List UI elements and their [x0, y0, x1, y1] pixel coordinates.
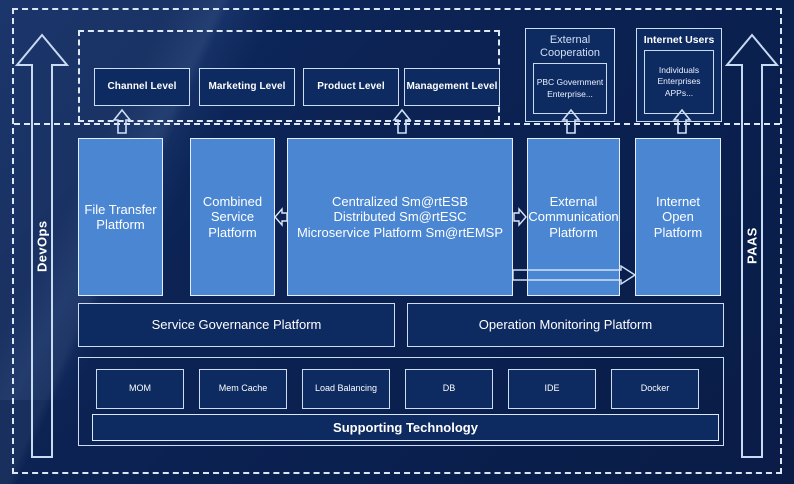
level-box-channel[interactable]: Channel Level — [94, 68, 190, 106]
tech-label: Load Balancing — [314, 383, 378, 394]
supporting-technology-bar[interactable]: Supporting Technology — [92, 414, 719, 441]
long-right-arrow-icon-center-to-internet-open — [513, 265, 637, 285]
level-box-marketing[interactable]: Marketing Level — [199, 68, 295, 106]
left-arrow-icon-combined-to-center — [274, 206, 288, 228]
tech-box-mem-cache[interactable]: Mem Cache — [199, 369, 287, 409]
level-label: Channel Level — [107, 81, 177, 93]
up-arrow-icon-channel — [112, 108, 132, 134]
supporting-technology-label: Supporting Technology — [333, 420, 478, 435]
tech-label: Docker — [640, 383, 670, 394]
tech-box-mom[interactable]: MOM — [96, 369, 184, 409]
tech-box-db[interactable]: DB — [405, 369, 493, 409]
level-box-management[interactable]: Management Level — [404, 68, 500, 106]
operation-monitoring-platform[interactable]: Operation Monitoring Platform — [407, 303, 724, 347]
internet-users-detail: Individuals Enterprises APPs... — [644, 50, 714, 114]
tech-label: MOM — [129, 383, 151, 394]
layer-separator-dashed-line — [14, 123, 780, 125]
external-cooperation-group[interactable]: External Cooperation PBC Government Ente… — [525, 28, 615, 122]
platform-combined-service[interactable]: Combined Service Platform — [190, 138, 275, 296]
tech-box-load-balancing[interactable]: Load Balancing — [302, 369, 390, 409]
gov-label: Operation Monitoring Platform — [478, 317, 653, 333]
platform-file-transfer[interactable]: File Transfer Platform — [78, 138, 163, 296]
tech-label: DB — [442, 383, 456, 394]
paas-arrow: PAAS — [724, 32, 780, 460]
gov-label: Service Governance Platform — [151, 317, 322, 333]
platform-label: Centralized Sm@rtESB Distributed Sm@rtES… — [296, 194, 504, 240]
internet-users-group[interactable]: Internet Users Individuals Enterprises A… — [636, 28, 722, 122]
tech-box-docker[interactable]: Docker — [611, 369, 699, 409]
external-cooperation-detail: PBC Government Enterprise... — [533, 63, 607, 114]
level-label: Marketing Level — [208, 81, 286, 93]
outer-dashed-frame — [12, 8, 782, 474]
platform-label: Combined Service Platform — [202, 194, 263, 240]
service-governance-platform[interactable]: Service Governance Platform — [78, 303, 395, 347]
up-arrow-icon-internet-users — [672, 108, 692, 134]
level-box-product[interactable]: Product Level — [303, 68, 399, 106]
tech-box-ide[interactable]: IDE — [508, 369, 596, 409]
platform-label: External Communication Platform — [528, 194, 619, 240]
platform-esb-esc-emsp[interactable]: Centralized Sm@rtESB Distributed Sm@rtES… — [287, 138, 513, 296]
devops-arrow: DevOps — [14, 32, 70, 460]
tech-label: IDE — [544, 383, 560, 394]
up-arrow-icon-management — [392, 108, 412, 134]
up-arrow-icon-external-cooperation — [561, 108, 581, 134]
tech-label: Mem Cache — [218, 383, 268, 394]
platform-label: Internet Open Platform — [653, 194, 703, 240]
level-label: Product Level — [317, 81, 385, 93]
platform-label: File Transfer Platform — [84, 201, 157, 232]
external-cooperation-title: External Cooperation — [540, 34, 600, 59]
supporting-technology-panel — [78, 357, 724, 446]
paas-label: PAAS — [744, 227, 760, 265]
platform-internet-open[interactable]: Internet Open Platform — [635, 138, 721, 296]
devops-label: DevOps — [34, 220, 50, 272]
right-arrow-icon-center-to-external — [513, 206, 527, 228]
internet-users-title: Internet Users — [643, 34, 715, 46]
level-label: Management Level — [406, 81, 498, 93]
